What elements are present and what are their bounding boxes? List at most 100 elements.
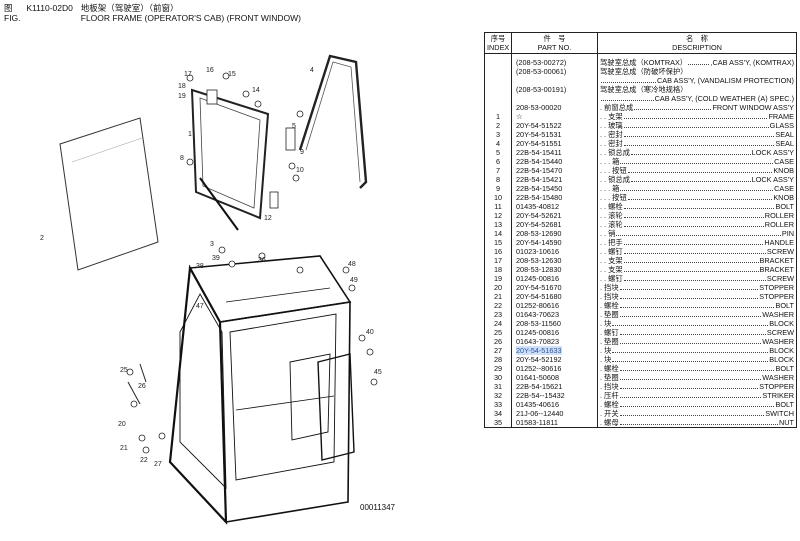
row-index: 3 <box>484 130 512 139</box>
row-index: 28 <box>484 355 512 364</box>
row-part-number: 208-53-00020 <box>511 103 598 112</box>
page-header: 图 K1110-02D0 地板架（驾驶室）（前窗） FIG. FLOOR FRA… <box>4 3 301 23</box>
row-part-number: 208-53-12630 <box>511 256 598 265</box>
row-index <box>484 85 512 94</box>
callout-18: 18 <box>178 83 186 90</box>
callout-5: 5 <box>292 123 296 130</box>
callout-15: 15 <box>228 71 236 78</box>
row-part-number: 01245-00816 <box>511 328 598 337</box>
fig-label-cn: 图 <box>4 3 13 13</box>
row-index: 1 <box>484 112 512 121</box>
callout-12: 12 <box>264 215 272 222</box>
callout-40: 40 <box>366 329 374 336</box>
row-description: 驾驶室总成（防破坏保护） <box>597 67 797 76</box>
callout-39: 39 <box>212 255 220 262</box>
row-index: 20 <box>484 283 512 292</box>
row-part-number: 22B-54-15421 <box>511 175 598 184</box>
row-part-number: 20Y-54-52621 <box>511 211 598 220</box>
callout-8: 8 <box>180 155 184 162</box>
row-index: 22 <box>484 301 512 310</box>
row-part-number: (208-53-00061) <box>511 67 598 76</box>
row-part-number: 22B-54-15621 <box>511 382 598 391</box>
row-index: 10 <box>484 193 512 202</box>
title-cn: 地板架（驾驶室）（前窗） <box>80 3 179 13</box>
row-part-number: 22B-54-15480 <box>511 193 598 202</box>
row-part-number: 22B-54-15411 <box>511 148 598 157</box>
callout-20: 20 <box>118 421 126 428</box>
row-part-number: 01583-11811 <box>511 418 598 428</box>
row-index: 33 <box>484 400 512 409</box>
table-row: (208-53-00061)驾驶室总成（防破坏保护） <box>484 67 797 76</box>
callout-36: 36 <box>258 257 266 264</box>
callout-48: 48 <box>348 261 356 268</box>
row-index: 9 <box>484 184 512 193</box>
row-part-number: 20Y-54-51522 <box>511 121 598 130</box>
callout-3: 3 <box>210 241 214 248</box>
row-index: 15 <box>484 238 512 247</box>
callout-27: 27 <box>154 461 162 468</box>
title-en: FLOOR FRAME (OPERATOR'S CAB) (FRONT WIND… <box>80 13 302 23</box>
row-part-number: 208-53-12690 <box>511 229 598 238</box>
row-index <box>484 76 512 85</box>
table-row: CAB ASS'Y, (VANDALISM PROTECTION) <box>484 76 797 85</box>
row-description: CAB ASS'Y, (VANDALISM PROTECTION) <box>597 76 797 85</box>
row-index: 23 <box>484 310 512 319</box>
callout-16: 16 <box>206 67 214 74</box>
row-index: 29 <box>484 364 512 373</box>
row-index: 16 <box>484 247 512 256</box>
fig-label-en: FIG. <box>4 13 21 23</box>
row-part-number: 22B-54--15432 <box>511 391 598 400</box>
row-index: 2 <box>484 121 512 130</box>
row-index: 11 <box>484 202 512 211</box>
table-row: (208-53-00191)驾驶室总成（寒冷地规格） <box>484 85 797 94</box>
row-part-number: 01252-80616 <box>511 301 598 310</box>
callout-labels: 17 18 19 16 15 14 1 8 5 9 10 12 4 2 3 38… <box>40 67 382 468</box>
callout-45: 45 <box>374 369 382 376</box>
row-index: 27 <box>484 346 512 355</box>
row-part-number: ☆ <box>511 112 598 121</box>
row-part-number: 01643-70623 <box>511 310 598 319</box>
row-index: 32 <box>484 391 512 400</box>
row-part-number: 01435-40616 <box>511 400 598 409</box>
row-part-number: (208-53-00272) <box>511 53 598 67</box>
row-index: 4 <box>484 139 512 148</box>
row-index: 6 <box>484 157 512 166</box>
